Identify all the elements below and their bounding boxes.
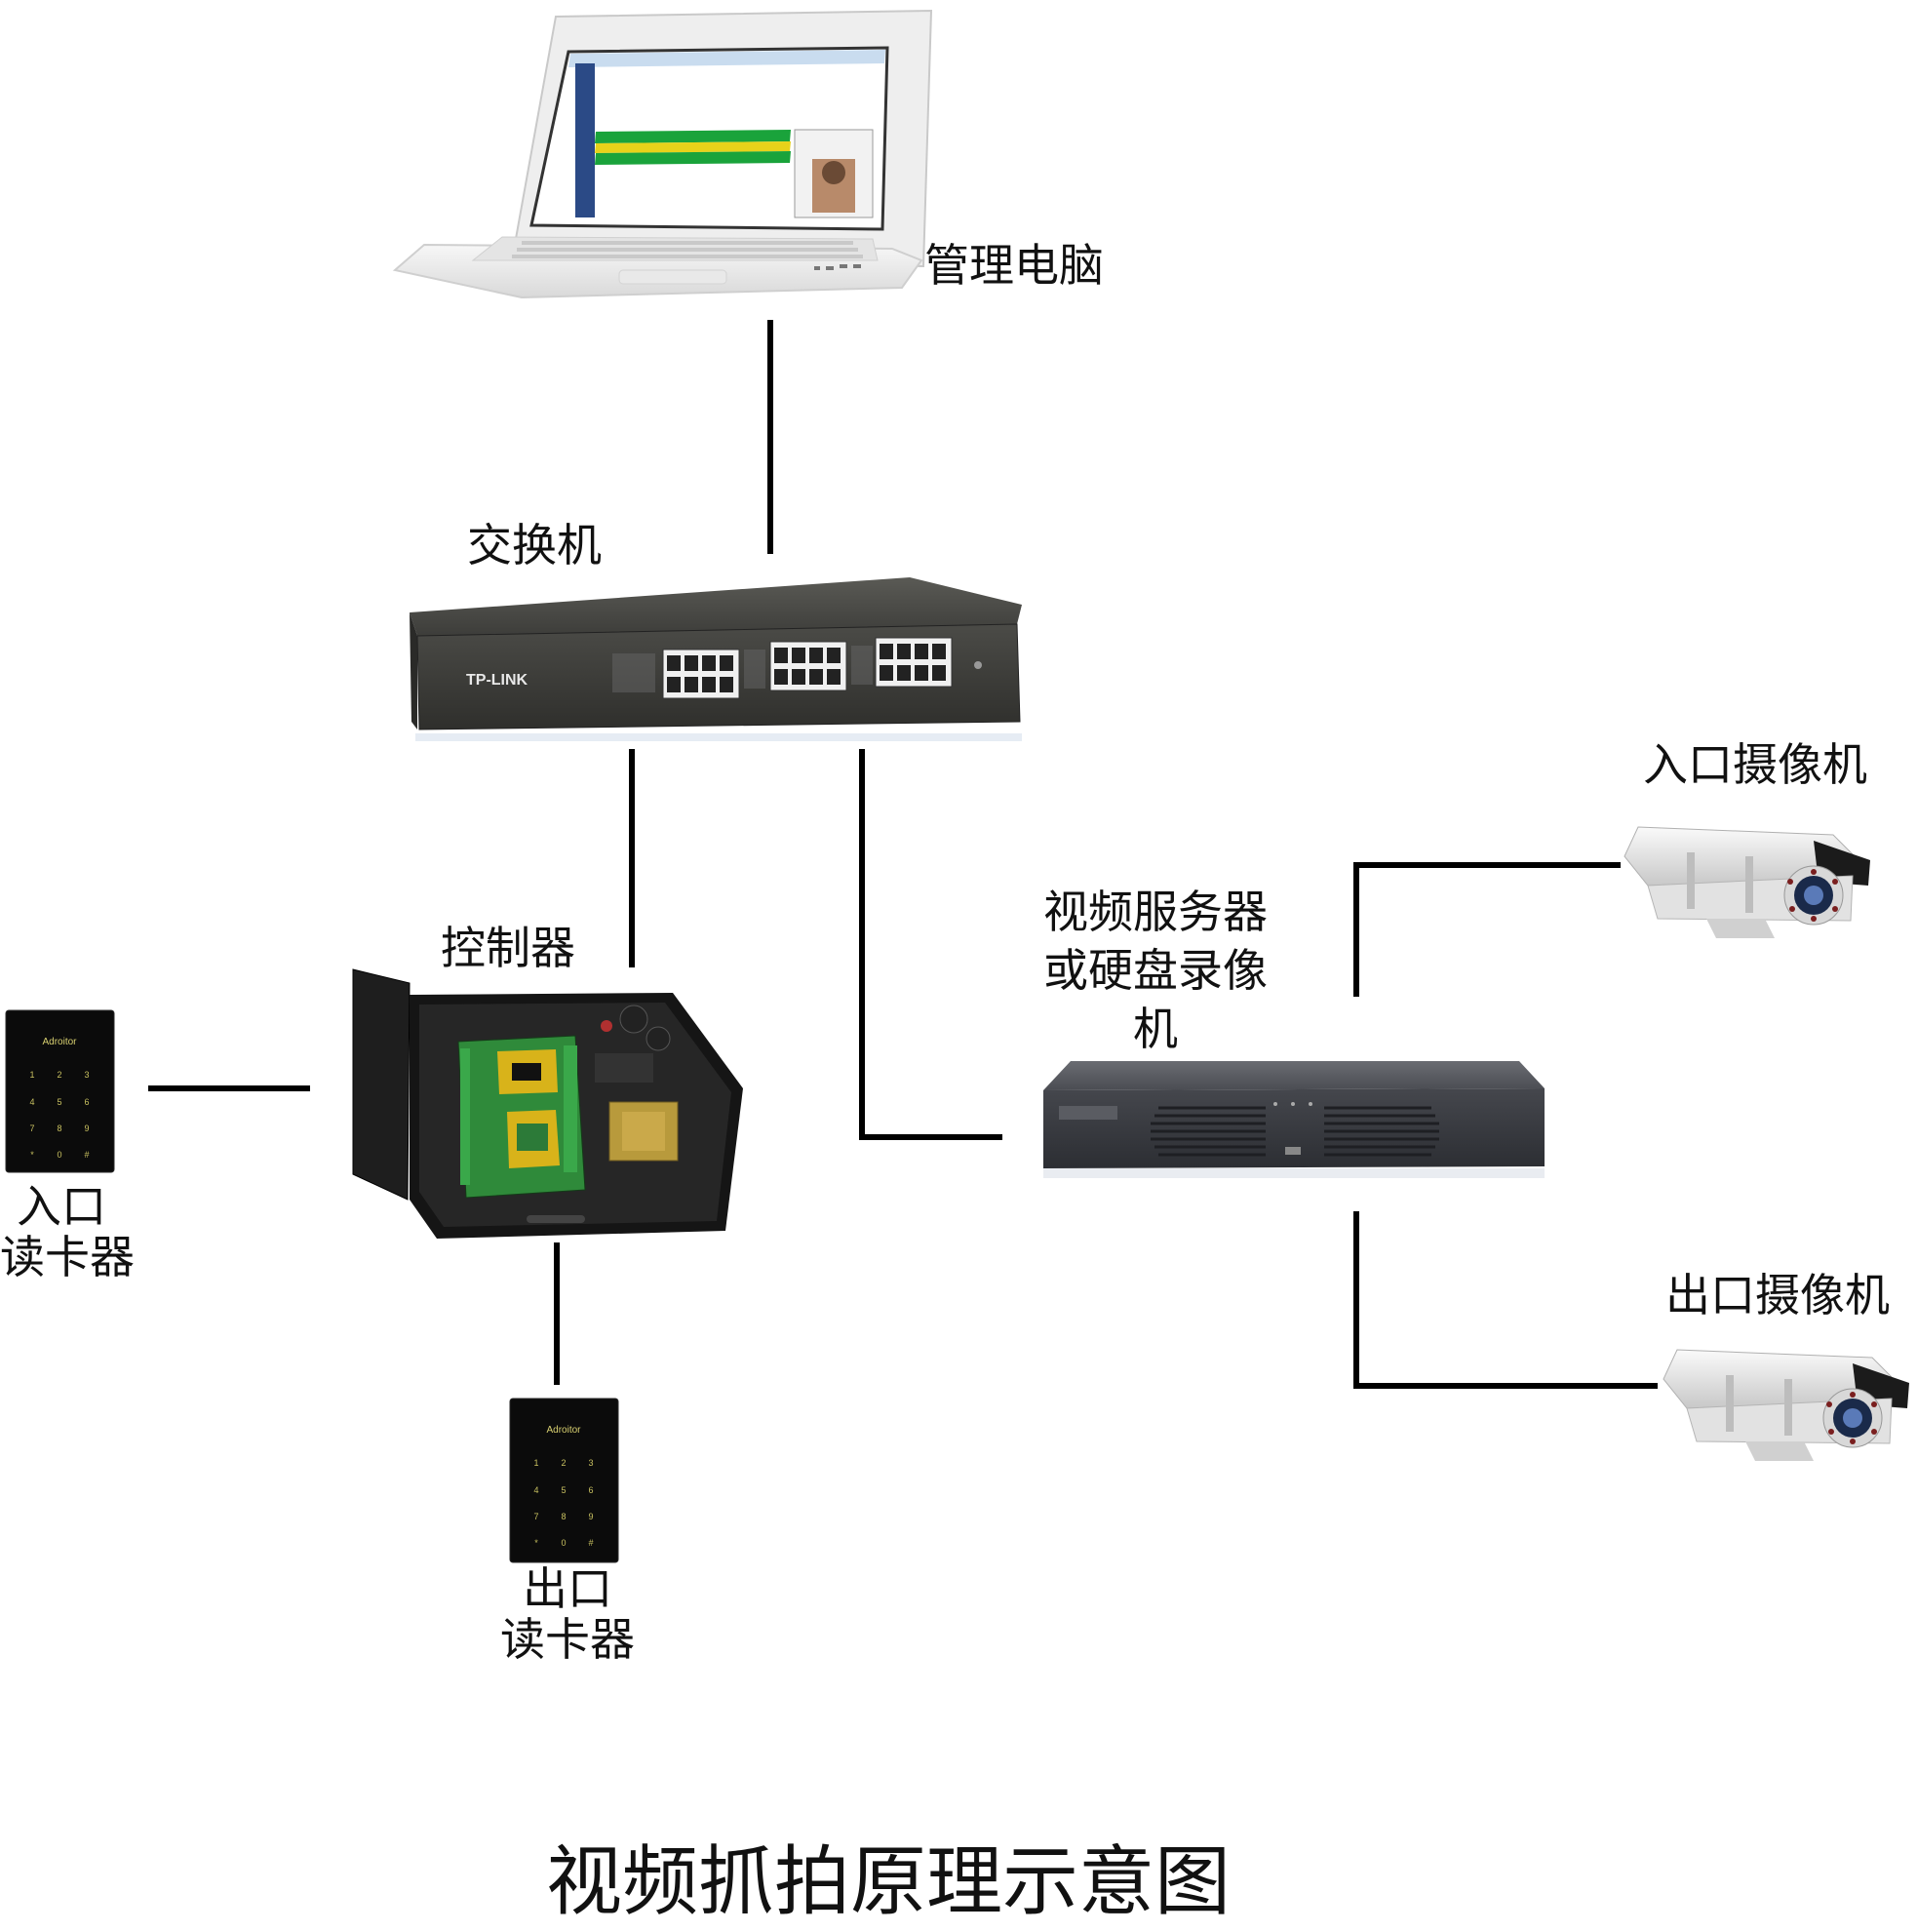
svg-text:0: 0 [561,1538,566,1548]
svg-text:TP-LINK: TP-LINK [466,672,528,689]
switch-node: TP-LINK [408,575,1030,746]
exit-reader-node: Adroitor 1 2 3 4 5 6 7 8 9 * 0 # [509,1398,619,1563]
svg-text:5: 5 [57,1097,61,1107]
entry-reader-label-line-2: 读卡器 [0,1231,135,1283]
svg-text:#: # [84,1150,89,1160]
svg-text:#: # [588,1538,593,1548]
svg-text:2: 2 [561,1458,566,1468]
exit-camera-node [1658,1340,1913,1465]
camera-icon [1624,826,1870,938]
entry-camera-label: 入口摄像机 [1643,738,1867,791]
svg-text:4: 4 [533,1485,538,1495]
svg-text:*: * [30,1150,34,1160]
laptop-label: 管理电脑 [924,239,1104,292]
video-server-node [1041,1059,1548,1184]
svg-text:1: 1 [533,1458,538,1468]
video-server-label-line-3: 机 [1133,1003,1178,1055]
svg-text:6: 6 [588,1485,593,1495]
edge-video-server-entry-camera [1353,862,1621,997]
svg-text:*: * [534,1538,538,1548]
svg-text:1: 1 [29,1070,34,1080]
edge-video-server-exit-camera [1353,1211,1658,1389]
exit-reader-label-line-1: 出口 [523,1562,612,1615]
svg-text:8: 8 [57,1124,61,1133]
svg-text:7: 7 [29,1124,34,1133]
svg-text:6: 6 [84,1097,89,1107]
entry-camera-node [1619,817,1874,942]
svg-text:9: 9 [84,1124,89,1133]
video-server-label-line-1: 视频服务器 [1043,886,1268,938]
diagram-title: 视频抓拍原理示意图 [546,1838,1232,1926]
svg-text:3: 3 [588,1458,593,1468]
exit-reader-label-line-2: 读卡器 [500,1613,635,1666]
exit-camera-label: 出口摄像机 [1665,1269,1890,1321]
network-switch-icon: TP-LINK [410,577,1022,741]
svg-text:Adroitor: Adroitor [42,1037,77,1047]
svg-text:9: 9 [588,1512,593,1521]
access-controller-icon [352,968,743,1239]
svg-text:0: 0 [57,1150,61,1160]
camera-icon [1663,1349,1909,1461]
svg-text:7: 7 [533,1512,538,1521]
controller-label: 控制器 [441,922,575,974]
card-reader-icon: Adroitor 1 2 3 4 5 6 7 8 9 * 0 # [5,1009,115,1173]
svg-text:8: 8 [561,1512,566,1521]
video-server-label-line-2: 或硬盘录像 [1043,944,1268,997]
entry-reader-node: Adroitor 1 2 3 4 5 6 7 8 9 * 0 # [5,1009,115,1173]
edge-switch-video-server [859,749,1002,1140]
svg-text:Adroitor: Adroitor [546,1425,581,1436]
laptop-icon [392,9,933,299]
svg-text:4: 4 [29,1097,34,1107]
entry-reader-label-line-1: 入口 [17,1180,106,1233]
card-reader-icon: Adroitor 1 2 3 4 5 6 7 8 9 * 0 # [509,1398,619,1563]
switch-label: 交换机 [467,519,602,572]
svg-text:5: 5 [561,1485,566,1495]
svg-text:2: 2 [57,1070,61,1080]
controller-node [351,966,756,1258]
dvr-icon [1043,1061,1545,1178]
svg-text:3: 3 [84,1070,89,1080]
laptop-node [385,5,936,322]
